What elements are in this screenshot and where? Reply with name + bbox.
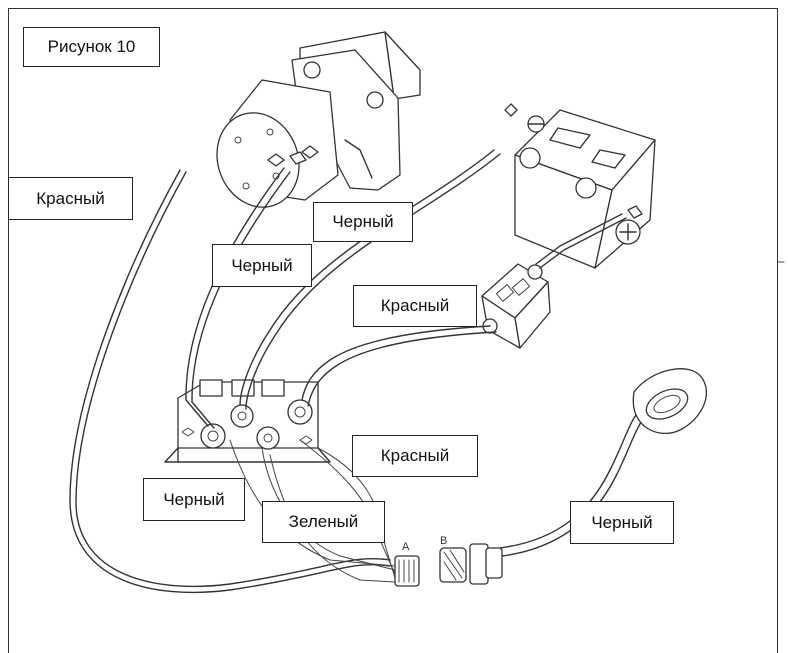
label-red-right: Красный	[352, 435, 478, 477]
label-black-bottom-left: Черный	[143, 478, 245, 521]
battery	[504, 103, 656, 269]
circuit-breaker	[481, 263, 551, 349]
connector-a-mark: A	[402, 541, 410, 553]
label-green: Зеленый	[262, 501, 385, 543]
figure-frame	[8, 8, 778, 653]
label-black-top: Черный	[313, 202, 413, 242]
label-red-left: Красный	[8, 177, 133, 220]
connectors: A B	[394, 535, 503, 587]
solenoid-box	[164, 379, 331, 463]
winch-motor	[216, 31, 421, 208]
connector-b-mark: B	[440, 535, 447, 547]
label-red-battery: Красный	[353, 285, 477, 327]
label-black-remote: Черный	[570, 501, 674, 544]
label-black-motor: Черный	[212, 244, 312, 287]
remote-control	[632, 368, 708, 434]
figure-title-label: Рисунок 10	[23, 27, 160, 67]
